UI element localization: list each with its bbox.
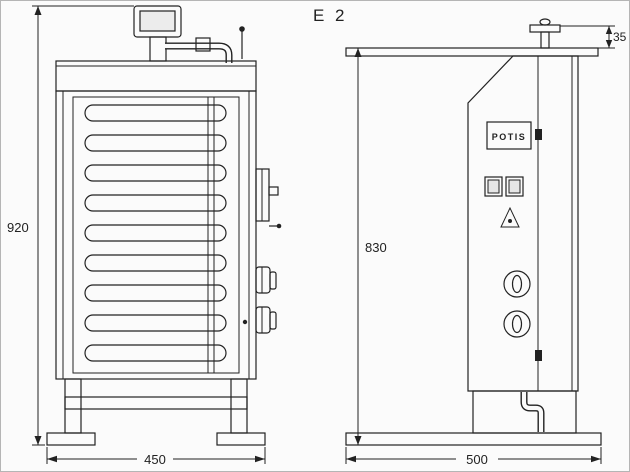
hinge-upper: [535, 129, 542, 140]
side-valve: [255, 168, 282, 229]
brand-plate: POTIS: [486, 121, 532, 150]
heating-coils: [84, 104, 227, 362]
front-height-label: 920: [7, 220, 29, 235]
dimension-front-height: 920: [7, 5, 134, 446]
heating-coil: [84, 134, 227, 152]
skewer-shaft: [207, 97, 215, 373]
body-profile: [467, 55, 579, 392]
meat-holder-arm: [165, 26, 245, 63]
dimension-side-height: 830: [354, 48, 387, 445]
lid-offset-label: 35: [613, 30, 627, 44]
foot-pad-right: [216, 432, 266, 446]
control-knob-upper: [503, 270, 531, 298]
front-width-label: 450: [144, 452, 166, 467]
base: [345, 390, 602, 446]
dimension-side-depth: 500: [345, 447, 602, 467]
warning-triangle: [500, 206, 520, 228]
gas-knob-side-upper: [255, 266, 277, 294]
dimension-lid-offset: 35: [560, 25, 627, 49]
heating-coil: [84, 284, 227, 302]
dimension-front-width: 450: [46, 447, 266, 467]
screw-dot: [242, 319, 248, 325]
motor-display: [139, 10, 176, 32]
cabinet: [55, 60, 257, 380]
drain-pipe: [520, 392, 545, 432]
drawing-title: E 2: [313, 6, 348, 25]
top-plate: [345, 47, 599, 57]
side-view: POTIS: [345, 18, 602, 446]
heating-coil: [84, 194, 227, 212]
side-height-label: 830: [365, 240, 387, 255]
clamp-screw: [529, 18, 561, 49]
crossbar: [64, 396, 248, 410]
vent-panels: [484, 176, 524, 197]
heating-coil: [84, 224, 227, 242]
legs: [46, 378, 266, 446]
front-view: [46, 5, 282, 446]
control-knob-lower: [503, 310, 531, 338]
heating-coil: [84, 254, 227, 272]
gas-knob-side-lower: [255, 306, 277, 334]
motor-unit: [133, 5, 182, 62]
grill-frame: [72, 96, 240, 374]
hinge-lower: [535, 350, 542, 361]
side-depth-label: 500: [466, 452, 488, 467]
heating-coil: [84, 314, 227, 332]
heating-coil: [84, 104, 227, 122]
heating-coil: [84, 164, 227, 182]
heating-coil: [84, 344, 227, 362]
brand-label: POTIS: [492, 132, 527, 142]
foot-plate: [345, 432, 602, 446]
foot-pad-left: [46, 432, 96, 446]
